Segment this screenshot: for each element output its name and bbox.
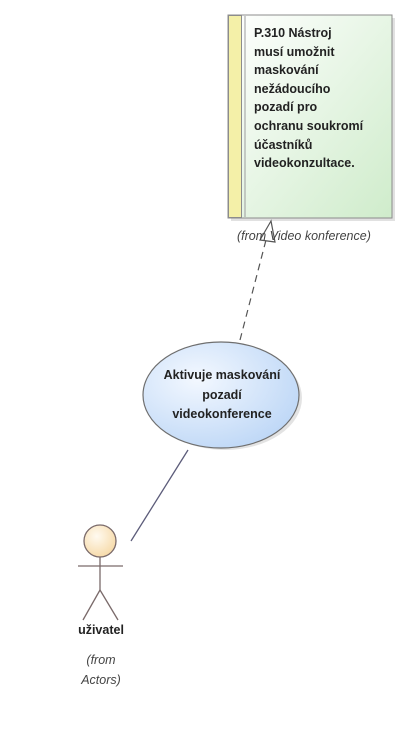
use-case-element[interactable]	[142, 341, 302, 450]
requirement-stripe	[228, 15, 242, 218]
requirement-element[interactable]	[227, 14, 395, 221]
actor-from-label: (from Actors)	[81, 653, 121, 687]
requirement-text: P.310 Nástroj musí umožnit maskování než…	[254, 26, 364, 171]
association-connector[interactable]	[130, 449, 189, 542]
use-case-ellipse	[142, 341, 300, 449]
actor-figure[interactable]	[78, 524, 123, 621]
requirement-from-label: (from Video konference)	[237, 229, 371, 243]
realization-arrowhead	[259, 219, 276, 243]
requirement-body	[227, 14, 393, 219]
actor-name: uživatel	[78, 623, 124, 637]
actor-head	[83, 524, 117, 558]
realization-connector[interactable]	[239, 219, 276, 341]
use-case-label: Aktivuje maskování pozadí videokonferenc…	[163, 368, 281, 421]
